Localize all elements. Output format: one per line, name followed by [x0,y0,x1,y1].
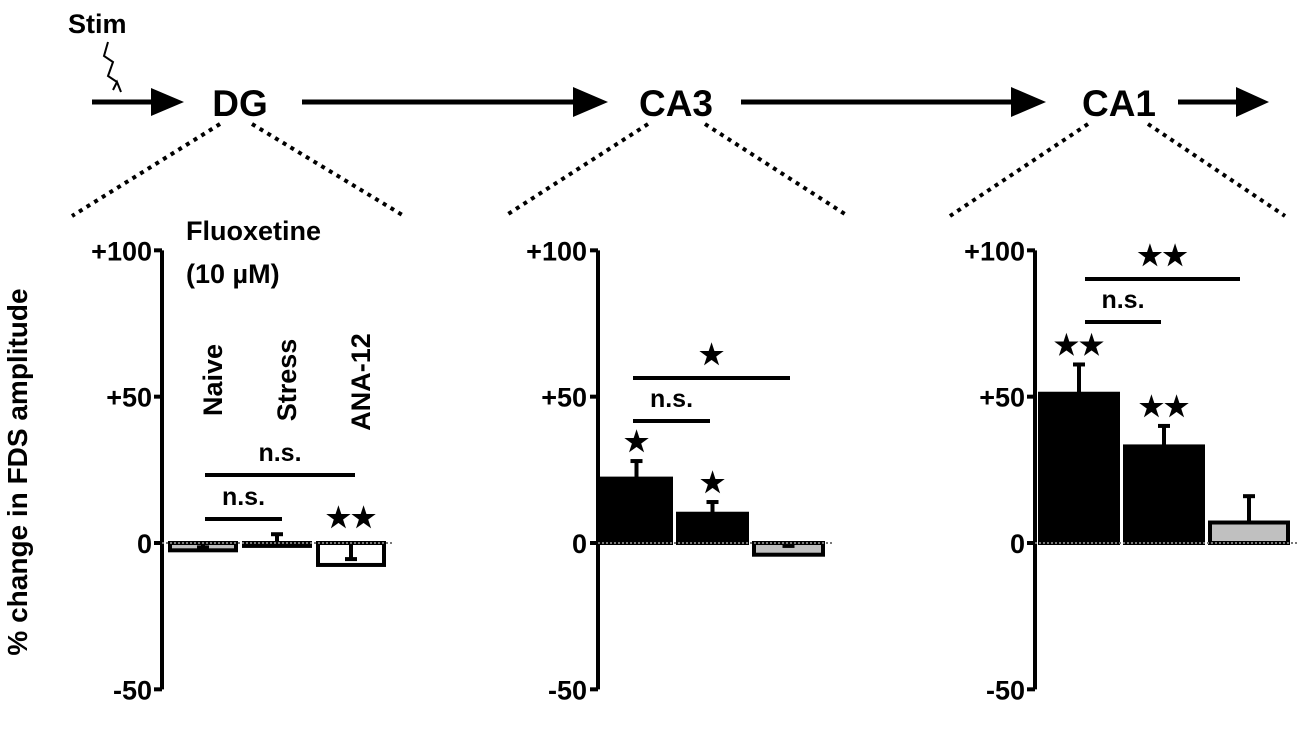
dg-ca3-arrowhead [573,87,608,117]
zoom-line-ca1-left [948,122,1090,218]
bar-stress [676,511,749,546]
ca3-ca1-arrowhead [1011,87,1046,117]
region-label-ca1: CA1 [1082,83,1156,124]
stim-pointer [112,79,122,93]
y-tick-label: -50 [113,675,152,705]
y-tick-label: +100 [91,236,152,266]
zoom-line-ca3-right [703,122,850,218]
group-label-naive: Naive [198,344,228,416]
region-label-ca3: CA3 [639,83,713,124]
comparison-label: n.s. [258,439,301,467]
input-arrowhead [151,88,184,116]
stim-label: Stim [68,9,127,39]
bar-naive [1038,391,1120,545]
comparison-label: ★★ [1137,240,1187,271]
bar-ana-12 [1208,520,1290,545]
group-label-stress: Stress [272,339,302,422]
y-tick-label: 0 [137,529,152,559]
bar-significance-mark: ★ [624,426,649,457]
comparison-label: n.s. [222,483,265,511]
bar-significance-mark: ★★ [326,502,376,533]
panel-ca1: +100 +50 0 -50 ★★ ★★ n.s. ★★ [964,236,1298,705]
y-axis-title: % change in FDS amplitude [2,288,33,655]
y-tick-label: -50 [986,675,1025,705]
zoom-lines [70,122,1287,218]
comparison-label: ★ [699,339,724,370]
y-tick-label: +50 [979,383,1025,413]
bar-significance-mark: ★★ [1054,329,1104,360]
zoom-line-ca1-right [1146,122,1287,218]
group-label-ana12: ANA-12 [346,333,376,431]
region-label-dg: DG [212,83,268,124]
bar-significance-mark: ★ [700,467,725,498]
bar-stress [242,541,312,548]
stim-squiggle [102,41,118,83]
zoom-line-dg-left [70,122,222,218]
treatment-label-line2: (10 µM) [186,259,280,289]
comparison-label: n.s. [650,385,693,413]
chart-panels: +100+500-50★★n.s.n.s.+100+500-50★★n.s.★+… [91,236,1298,705]
output-arrowhead [1236,87,1269,117]
panel-ca3: +100+500-50★★n.s.★ [526,236,833,705]
bar-significance-mark: ★★ [1139,391,1189,422]
y-tick-label: +100 [964,236,1025,266]
comparison-label: n.s. [1101,286,1144,314]
panel-dg: +100 +50 0 -50 ★★ n.s. n.s. [91,236,394,705]
bar-stress [1123,444,1205,546]
y-tick-label: +50 [541,383,587,413]
y-tick-label: +100 [526,236,587,266]
y-tick-label: 0 [1010,529,1025,559]
zoom-line-dg-right [250,122,406,218]
bar-naive [600,476,673,546]
y-tick-label: -50 [548,675,587,705]
treatment-label-line1: Fluoxetine [186,216,321,246]
zoom-line-ca3-left [503,122,650,218]
y-tick-label: 0 [572,529,587,559]
y-tick-label: +50 [106,383,152,413]
